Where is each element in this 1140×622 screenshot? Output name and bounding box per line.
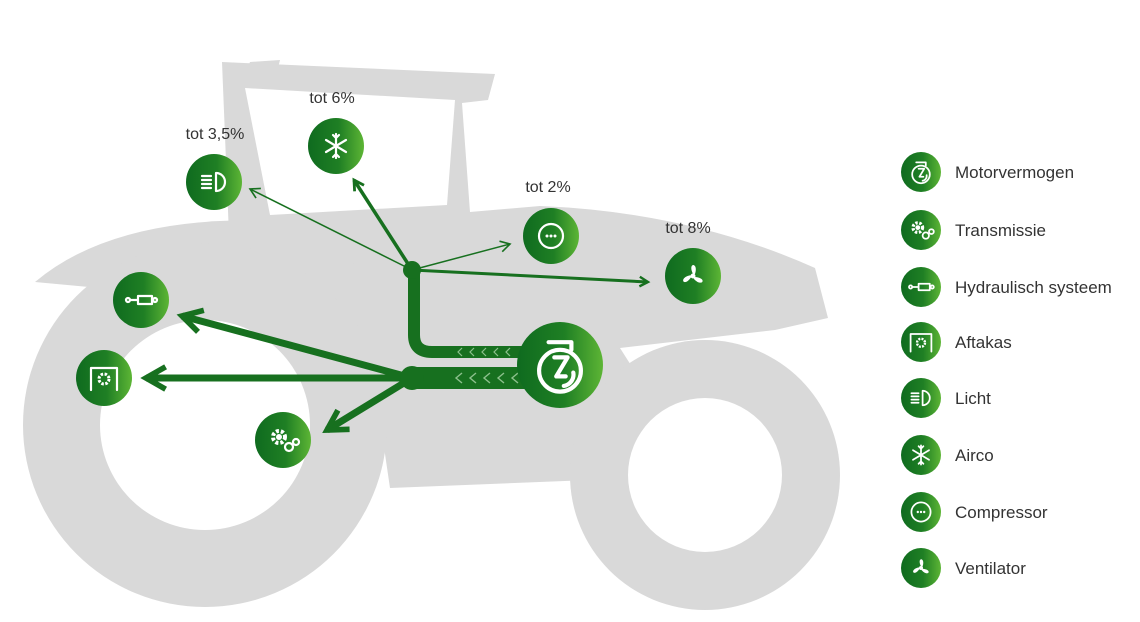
legend-item-aftakas: Aftakas bbox=[901, 322, 1012, 362]
legend-item-ventilator: Ventilator bbox=[901, 548, 1026, 588]
svg-text:Hydraulisch systeem: Hydraulisch systeem bbox=[955, 278, 1112, 297]
gears-icon bbox=[255, 412, 311, 468]
svg-text:Aftakas: Aftakas bbox=[955, 333, 1012, 352]
hydraulic-cylinder-icon bbox=[113, 272, 169, 328]
svg-text:Airco: Airco bbox=[955, 446, 994, 465]
pto-icon bbox=[76, 350, 132, 406]
engine-icon bbox=[517, 322, 603, 408]
svg-text:Licht: Licht bbox=[955, 389, 991, 408]
licht-percentage: tot 3,5% bbox=[186, 126, 245, 143]
legend-item-hydraulisch: Hydraulisch systeem bbox=[901, 267, 1112, 307]
svg-text:Compressor: Compressor bbox=[955, 503, 1048, 522]
legend: Motorvermogen Transmissie Hydraulisch sy… bbox=[901, 152, 1112, 588]
legend-item-motorvermogen: Motorvermogen bbox=[901, 152, 1074, 192]
power-flow-lines bbox=[140, 177, 651, 433]
legend-item-airco: Airco bbox=[901, 435, 994, 475]
compressor-percentage: tot 2% bbox=[525, 179, 570, 196]
legend-item-licht: Licht bbox=[901, 378, 991, 418]
legend-item-transmissie: Transmissie bbox=[901, 210, 1046, 250]
svg-text:Ventilator: Ventilator bbox=[955, 559, 1026, 578]
tractor-silhouette bbox=[23, 60, 840, 610]
svg-text:Transmissie: Transmissie bbox=[955, 221, 1046, 240]
ventilator-percentage: tot 8% bbox=[665, 220, 710, 237]
compressor-icon bbox=[523, 208, 579, 264]
junction-node-lower bbox=[400, 366, 424, 390]
snowflake-icon bbox=[308, 118, 364, 174]
svg-text:Motorvermogen: Motorvermogen bbox=[955, 163, 1074, 182]
airco-percentage: tot 6% bbox=[309, 90, 354, 107]
fan-icon bbox=[665, 248, 721, 304]
legend-item-compressor: Compressor bbox=[901, 492, 1048, 532]
junction-node-upper bbox=[403, 261, 421, 279]
headlight-icon bbox=[186, 154, 242, 210]
